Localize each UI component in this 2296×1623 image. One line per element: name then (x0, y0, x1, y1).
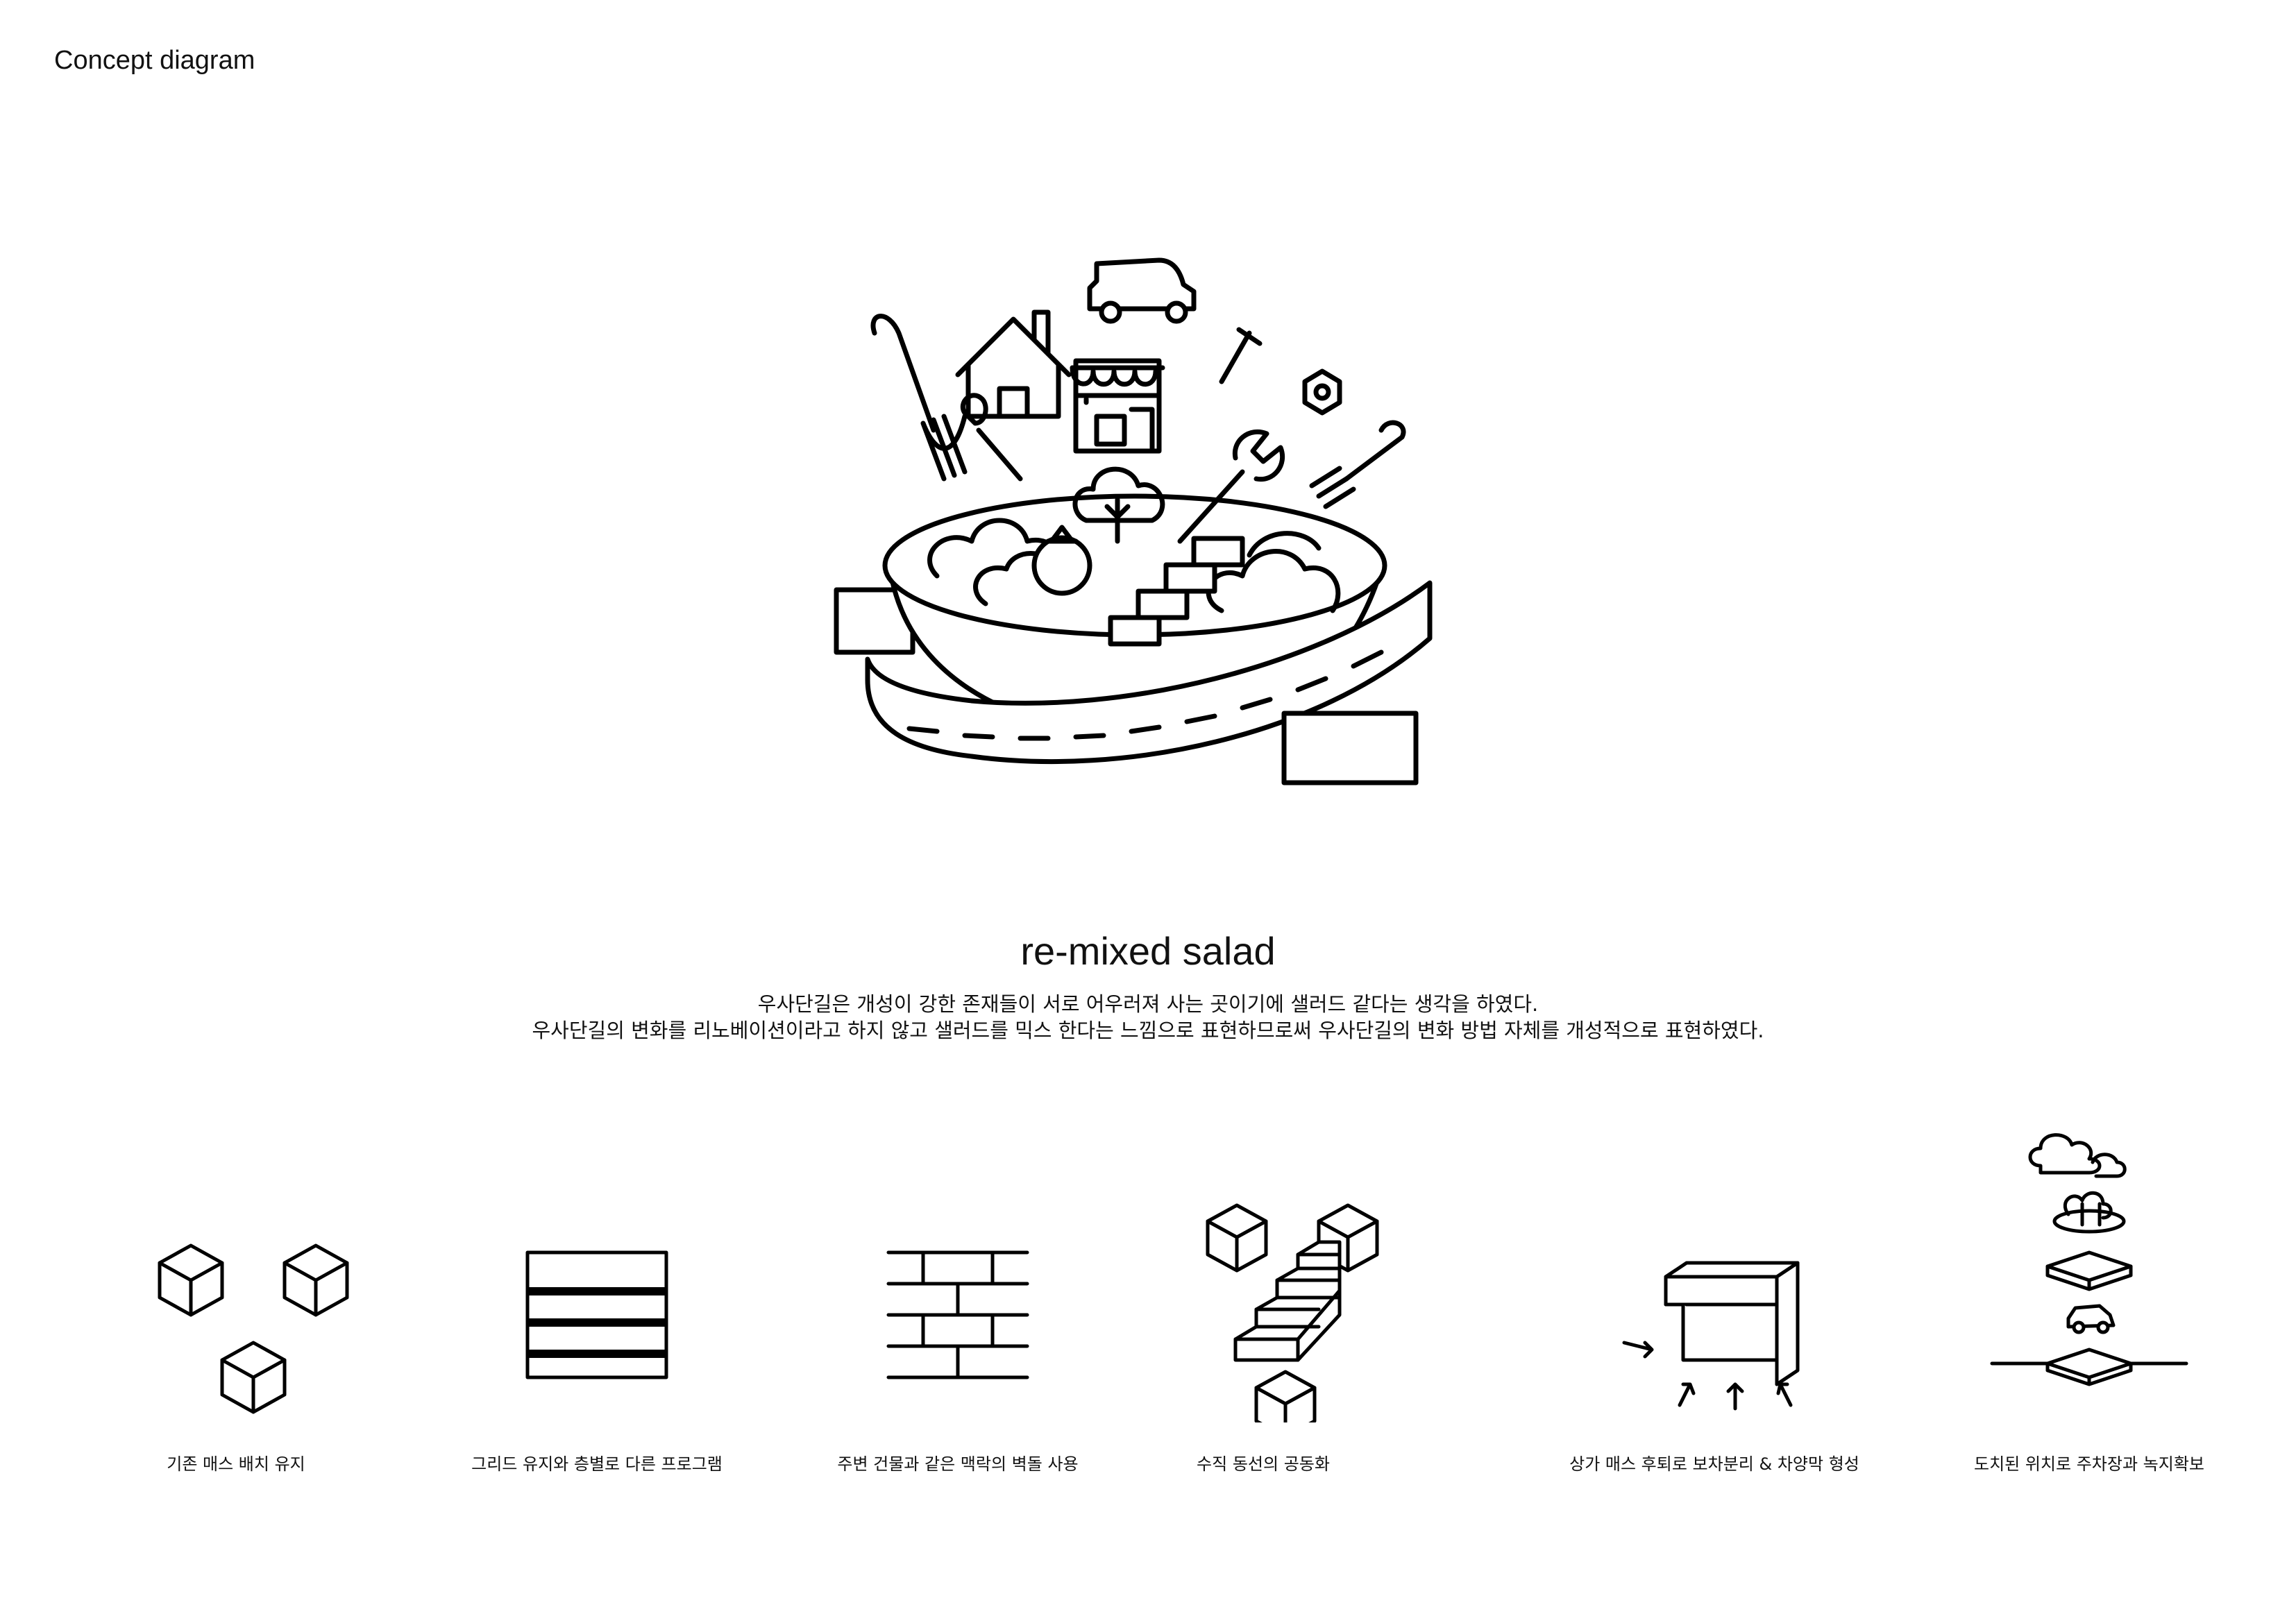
page-label: Concept diagram (54, 46, 255, 75)
concept-caption: 수직 동선의 공동화 (1197, 1454, 1330, 1474)
concept-caption: 그리드 유지와 층별로 다른 프로그램 (471, 1454, 723, 1474)
setback-mass-icon (1622, 1261, 1800, 1411)
concept-caption: 상가 매스 후퇴로 보차분리 & 차양막 형성 (1569, 1454, 1859, 1474)
stacked-layers-icon (525, 1250, 668, 1379)
concept-caption: 기존 매스 배치 유지 (167, 1454, 305, 1474)
concept-description: 우사단길은 개성이 강한 존재들이 서로 어우러져 사는 곳이기에 샐러드 같다… (0, 991, 2296, 1044)
stairs-cubes-icon (1206, 1203, 1379, 1422)
concept-item-inverted: 도치된 위치로 주차장과 녹지확보 (1916, 1133, 2263, 1492)
concept-title: re-mixed salad (1020, 929, 1276, 973)
concept-item-circulation: 수직 동선의 공동화 (1090, 1173, 1437, 1492)
brick-wall-icon (886, 1250, 1029, 1379)
three-cubes-icon (158, 1243, 349, 1414)
concept-icons-row: 기존 매스 배치 유지 그리드 유지와 층별로 다른 프로그램 주변 건물과 같… (0, 1133, 2296, 1492)
concept-caption: 도치된 위치로 주차장과 녹지확보 (1973, 1454, 2204, 1474)
concept-item-brick: 주변 건물과 같은 맥락의 벽돌 사용 (784, 1173, 1131, 1492)
concept-item-grid: 그리드 유지와 층별로 다른 프로그램 (423, 1173, 770, 1492)
concept-item-mass: 기존 매스 배치 유지 (62, 1173, 410, 1492)
concept-caption: 주변 건물과 같은 맥락의 벽돌 사용 (837, 1454, 1079, 1474)
description-line-1: 우사단길은 개성이 강한 존재들이 서로 어우러져 사는 곳이기에 샐러드 같다… (757, 992, 1539, 1016)
concept-item-setback: 상가 매스 후퇴로 보차분리 & 차양막 형성 (1541, 1173, 1888, 1492)
inverted-layers-icon (1990, 1133, 2188, 1386)
description-line-2: 우사단길의 변화를 리노베이션이라고 하지 않고 샐러드를 믹스 한다는 느낌으… (532, 1019, 1764, 1042)
salad-bowl-icon (834, 257, 1433, 785)
